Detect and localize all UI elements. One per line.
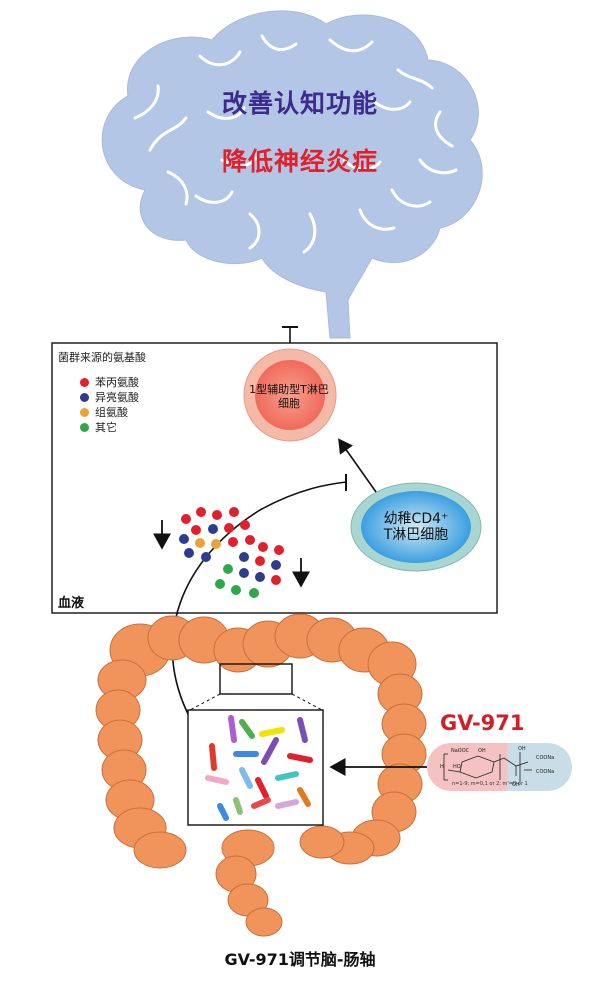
legend-title: 菌群来源的氨基酸	[58, 351, 146, 364]
zoom-lines	[189, 693, 323, 711]
legend-label: 组氨酸	[95, 406, 128, 419]
differentiation-arrow	[338, 438, 377, 493]
drug-name: GV-971	[440, 711, 525, 735]
cd4-label-line2: T淋巴细胞	[383, 527, 449, 543]
legend-color-dot	[80, 407, 89, 417]
svg-text:HO: HO	[453, 764, 461, 770]
legend-label: 苯丙氨酸	[95, 376, 139, 389]
svg-text:COONa: COONa	[536, 769, 554, 775]
legend-item: 组氨酸	[80, 404, 128, 420]
legend-color-dot	[80, 422, 89, 432]
legend-item: 苯丙氨酸	[80, 374, 139, 390]
figure-title: GV-971调节脑-肠轴	[224, 950, 376, 969]
svg-text:OH: OH	[518, 746, 526, 752]
legend-label: 其它	[95, 421, 117, 434]
cd4-cell-label: 幼稚CD4⁺ T淋巴细胞	[356, 511, 476, 543]
th1-cell	[243, 348, 337, 442]
svg-text:COONa: COONa	[536, 755, 554, 761]
inhibition-curve	[171, 474, 347, 719]
legend-label: 异亮氨酸	[95, 391, 139, 404]
th1-cell-label: 1型辅助型T淋巴细胞	[249, 383, 329, 410]
svg-text:NaOOC: NaOOC	[451, 748, 470, 754]
brain	[101, 10, 483, 339]
legend-item: 其它	[80, 419, 117, 435]
brain-line-cognition: 改善认知功能	[221, 89, 378, 118]
microbiota-zoom-box	[187, 709, 324, 826]
cd4-cell	[350, 482, 482, 572]
amino-acid-dots	[179, 507, 284, 598]
legend-color-dot	[80, 377, 89, 387]
cd4-label-line1: 幼稚CD4⁺	[383, 511, 449, 527]
brain-line-inflammation: 降低神经炎症	[221, 147, 378, 176]
svg-text:H: H	[440, 764, 444, 770]
legend-color-dot	[80, 392, 89, 402]
formula-note: n=1-9; m=0,1 or 2; m'=0 or 1	[452, 781, 528, 787]
svg-text:OH: OH	[478, 748, 486, 754]
gv971-molecule-card: NaOOC OH HO COONa COONa OH OH H	[427, 743, 572, 791]
svg-text:OH: OH	[512, 782, 520, 788]
blood-label: 血液	[58, 596, 85, 611]
legend-item: 异亮氨酸	[80, 389, 139, 405]
zoom-source-box	[219, 663, 293, 695]
gut-colon	[95, 613, 427, 937]
